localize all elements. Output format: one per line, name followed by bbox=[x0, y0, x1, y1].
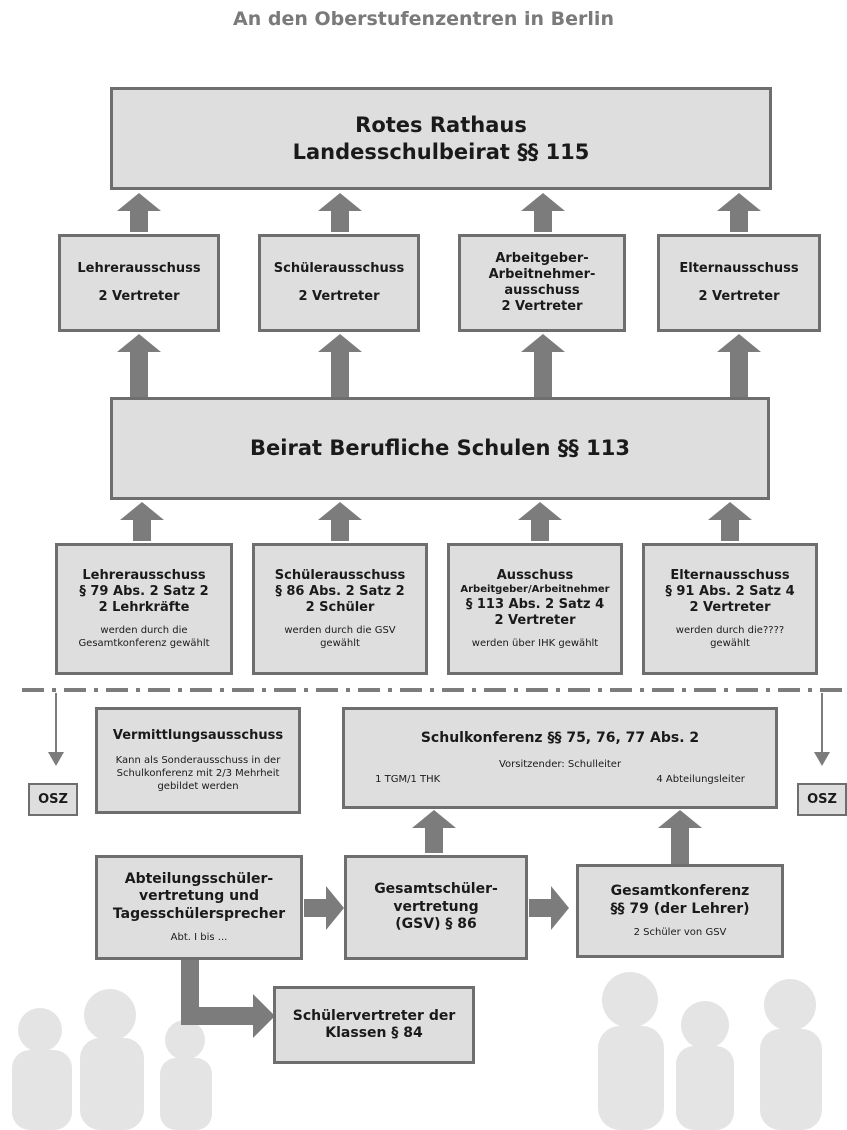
gsv-line3: (GSV) § 86 bbox=[395, 916, 477, 933]
elternausschuss-label: Elternausschuss bbox=[679, 260, 799, 276]
lehrerausschuss-label: Lehrerausschuss bbox=[77, 260, 201, 276]
schulkonferenz-members: 1 TGM/1 THK 4 Abteilungsleiter bbox=[375, 773, 745, 786]
gesamtschuelervertretung-box: Gesamtschüler- vertretung (GSV) § 86 bbox=[344, 855, 528, 960]
elternausschuss-detail-paragraph: § 91 Abs. 2 Satz 4 bbox=[665, 583, 795, 599]
osz-right-badge: OSZ bbox=[797, 783, 847, 816]
arrow-right-icon bbox=[304, 886, 344, 930]
lehrerausschuss-box: Lehrerausschuss 2 Vertreter bbox=[58, 234, 220, 332]
ausschuss-label: ausschuss bbox=[504, 283, 580, 298]
schuelerausschuss-label: Schülerausschuss bbox=[273, 260, 405, 276]
ausschuss-detail-reps: 2 Vertreter bbox=[494, 612, 576, 628]
arrow-up-icon bbox=[117, 193, 161, 232]
ausschuss-arbeitgeber-detail-box: Ausschuss Arbeitgeber/Arbeitnehmer § 113… bbox=[447, 543, 623, 675]
schuelervertreter-klassen-box: Schülervertreter der Klassen § 84 bbox=[273, 986, 475, 1064]
arrow-down-icon bbox=[48, 693, 64, 766]
elternausschuss-detail-title: Elternausschuss bbox=[670, 567, 790, 583]
elternausschuss-reps: 2 Vertreter bbox=[698, 289, 780, 304]
ausschuss-detail-subtitle: Arbeitgeber/Arbeitnehmer bbox=[460, 584, 610, 596]
arbeitnehmer-label: Arbeitnehmer- bbox=[488, 266, 596, 282]
schuelerausschuss-note-2: gewählt bbox=[320, 638, 360, 650]
arrow-down-icon bbox=[814, 693, 830, 766]
abteilung-note: Abt. I bis ... bbox=[170, 932, 228, 944]
landesschulbeirat-box: Rotes Rathaus Landesschulbeirat §§ 115 bbox=[110, 87, 772, 190]
lehrerausschuss-detail-paragraph: § 79 Abs. 2 Satz 2 bbox=[79, 583, 209, 599]
klassen-line1: Schülervertreter der bbox=[292, 1007, 456, 1024]
schuelerausschuss-detail-paragraph: § 86 Abs. 2 Satz 2 bbox=[275, 583, 405, 599]
abteilung-line3: Tagesschülersprecher bbox=[112, 905, 286, 922]
schulkonferenz-chair: Vorsitzender: Schulleiter bbox=[498, 758, 622, 770]
klassen-line2: Klassen § 84 bbox=[325, 1025, 423, 1041]
vermittlungsausschuss-desc-2: Schulkonferenz mit 2/3 Mehrheit bbox=[116, 768, 280, 780]
elternausschuss-note-2: gewählt bbox=[710, 638, 750, 650]
arbeitgeber-arbeitnehmer-reps: 2 Vertreter bbox=[501, 299, 583, 315]
arrow-up-icon bbox=[717, 334, 761, 397]
elternausschuss-detail-box: Elternausschuss § 91 Abs. 2 Satz 4 2 Ver… bbox=[642, 543, 818, 675]
lehrerausschuss-reps: 2 Vertreter bbox=[98, 289, 180, 304]
beirat-berufliche-schulen-label: Beirat Berufliche Schulen §§ 113 bbox=[250, 436, 630, 461]
schuelerausschuss-note-1: werden durch die GSV bbox=[284, 625, 396, 637]
page-title: An den Oberstufenzentren in Berlin bbox=[233, 8, 614, 30]
gesamtkonferenz-note: 2 Schüler von GSV bbox=[633, 927, 727, 938]
abteilung-line1: Abteilungsschüler- bbox=[124, 870, 274, 887]
gesamtkonferenz-box: Gesamtkonferenz §§ 79 (der Lehrer) 2 Sch… bbox=[576, 864, 784, 958]
arrow-up-icon bbox=[318, 502, 362, 541]
gsv-line2: vertretung bbox=[393, 898, 479, 915]
arrow-up-icon bbox=[318, 334, 362, 397]
schulkonferenz-box: Schulkonferenz §§ 75, 76, 77 Abs. 2 Vors… bbox=[342, 707, 778, 809]
ausschuss-detail-paragraph: § 113 Abs. 2 Satz 4 bbox=[465, 596, 605, 612]
osz-left-badge: OSZ bbox=[28, 783, 78, 816]
vermittlungsausschuss-desc-1: Kann als Sonderausschuss in der bbox=[115, 755, 281, 767]
landesschulbeirat-line1: Rotes Rathaus bbox=[355, 113, 527, 138]
arrow-up-icon bbox=[521, 334, 565, 397]
abteilung-line2: vertretung und bbox=[138, 888, 260, 905]
vermittlungsausschuss-desc-3: gebildet werden bbox=[157, 781, 239, 793]
abteilungsschuelervertretung-box: Abteilungsschüler- vertretung und Tagess… bbox=[95, 855, 303, 960]
gesamtkonferenz-line2: §§ 79 (der Lehrer) bbox=[610, 900, 750, 917]
elternausschuss-note-1: werden durch die???? bbox=[675, 625, 785, 637]
arrow-up-icon bbox=[521, 193, 565, 232]
schuelerausschuss-detail-box: Schülerausschuss § 86 Abs. 2 Satz 2 2 Sc… bbox=[252, 543, 428, 675]
elternausschuss-box: Elternausschuss 2 Vertreter bbox=[657, 234, 821, 332]
gesamtkonferenz-line1: Gesamtkonferenz bbox=[610, 883, 750, 899]
lehrerausschuss-detail-box: Lehrerausschuss § 79 Abs. 2 Satz 2 2 Leh… bbox=[55, 543, 233, 675]
lehrerausschuss-detail-title: Lehrerausschuss bbox=[82, 567, 206, 583]
ausschuss-note-1: werden über IHK gewählt bbox=[471, 638, 599, 650]
ausschuss-detail-title: Ausschuss bbox=[496, 567, 574, 583]
arrow-up-icon bbox=[120, 502, 164, 541]
arrow-up-icon bbox=[412, 810, 456, 853]
lehrerausschuss-note-2: Gesamtkonferenz gewählt bbox=[78, 638, 210, 650]
arrow-right-icon bbox=[529, 886, 569, 930]
arbeitgeber-arbeitnehmer-ausschuss-box: Arbeitgeber- Arbeitnehmer- ausschuss 2 V… bbox=[458, 234, 626, 332]
schuelerausschuss-reps: 2 Vertreter bbox=[298, 289, 380, 304]
schulkonferenz-members-right: 4 Abteilungsleiter bbox=[656, 773, 745, 785]
beirat-berufliche-schulen-box: Beirat Berufliche Schulen §§ 113 bbox=[110, 397, 770, 500]
arrow-up-icon bbox=[318, 193, 362, 232]
schuelerausschuss-detail-title: Schülerausschuss bbox=[274, 567, 406, 583]
arrow-up-icon bbox=[717, 193, 761, 232]
arrow-up-icon bbox=[518, 502, 562, 541]
vermittlungsausschuss-box: Vermittlungsausschuss Kann als Sonderaus… bbox=[95, 707, 301, 814]
arrow-up-icon bbox=[117, 334, 161, 397]
elternausschuss-detail-reps: 2 Vertreter bbox=[689, 600, 771, 616]
schuelerausschuss-box: Schülerausschuss 2 Vertreter bbox=[258, 234, 420, 332]
arrow-up-icon bbox=[658, 810, 702, 864]
arrow-up-icon bbox=[708, 502, 752, 541]
vermittlungsausschuss-title: Vermittlungsausschuss bbox=[112, 727, 284, 743]
lehrerausschuss-detail-reps: 2 Lehrkräfte bbox=[98, 600, 190, 616]
schuelerausschuss-detail-reps: 2 Schüler bbox=[305, 600, 375, 616]
schulkonferenz-title: Schulkonferenz §§ 75, 76, 77 Abs. 2 bbox=[420, 730, 700, 747]
lehrerausschuss-note-1: werden durch die bbox=[100, 625, 188, 637]
schulkonferenz-members-left: 1 TGM/1 THK bbox=[375, 773, 441, 785]
gsv-line1: Gesamtschüler- bbox=[374, 881, 498, 898]
landesschulbeirat-line2: Landesschulbeirat §§ 115 bbox=[292, 139, 590, 164]
arbeitgeber-label: Arbeitgeber- bbox=[495, 250, 589, 266]
